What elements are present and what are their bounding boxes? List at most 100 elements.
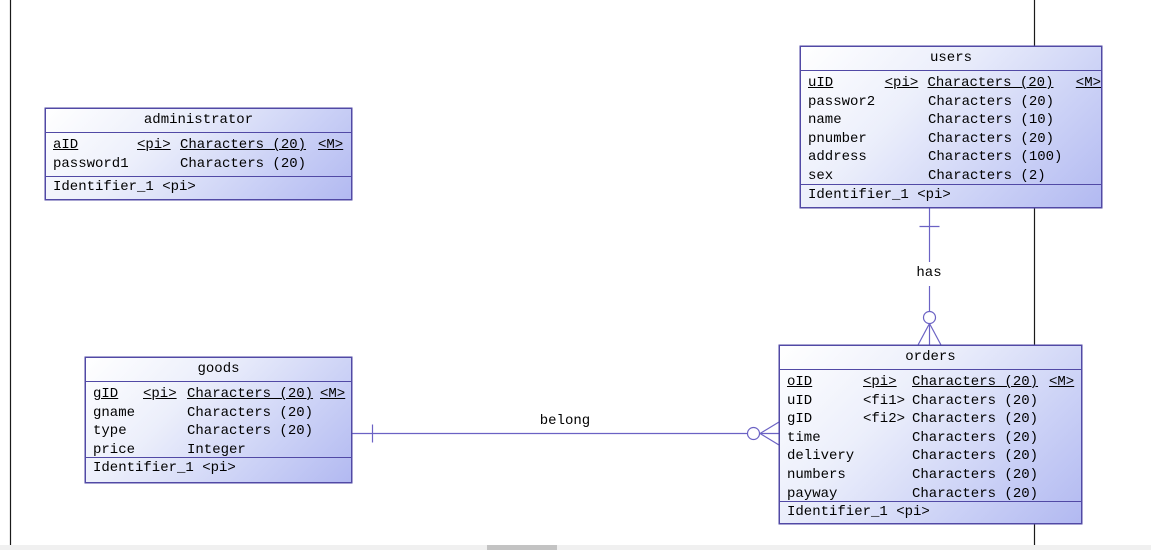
attribute-row: passwor2 Characters (20) xyxy=(801,93,1101,112)
cardinality-zero-circle xyxy=(746,426,761,441)
entity-title: users xyxy=(801,47,1101,71)
attr-name: oID xyxy=(787,374,813,390)
attr-tag: <fi2> xyxy=(863,411,906,428)
crow-foot xyxy=(917,323,931,346)
attr-type: Characters (20) xyxy=(912,485,1039,501)
crow-foot xyxy=(759,432,780,446)
attr-tag xyxy=(885,148,928,167)
attribute-row: gID<fi2>Characters (20) xyxy=(780,410,1081,429)
entity-identifier: Identifier_1 <pi> xyxy=(780,501,1081,523)
entity-title: goods xyxy=(86,358,351,382)
attribute-row: gID <pi> Characters (20) <M> xyxy=(86,385,351,404)
attr-name: passwor2 xyxy=(808,93,876,110)
attr-tag xyxy=(143,404,187,423)
attribute-row: oID <pi> Characters (20) <M> xyxy=(780,373,1081,392)
relationship-label-has[interactable]: has xyxy=(903,263,955,284)
attr-tag xyxy=(885,93,928,112)
attr-type: Characters (20) xyxy=(912,411,1039,428)
attr-type: Characters (20) xyxy=(180,155,307,172)
attr-mandatory-flag: <M> xyxy=(1049,374,1075,390)
attr-name: sex xyxy=(808,167,834,184)
attr-name: gname xyxy=(93,404,136,421)
attr-name: type xyxy=(93,423,127,440)
attr-type: Characters (10) xyxy=(928,112,1055,129)
attr-tag xyxy=(885,167,928,184)
attr-tag xyxy=(137,155,180,174)
attribute-row: sex Characters (2) xyxy=(801,167,1101,184)
attribute-row: payway Characters (20) xyxy=(780,485,1081,501)
attr-type: Characters (20) xyxy=(928,93,1055,110)
entity-users[interactable]: users uID <pi> Characters (20) <M> passwor2… xyxy=(800,46,1102,208)
attribute-row: uID <fi1> Characters (20) xyxy=(780,392,1081,411)
entity-identifier: Identifier_1 <pi> xyxy=(46,176,351,199)
attr-tag: <pi> xyxy=(137,137,171,153)
attr-name: time xyxy=(787,429,821,446)
attr-name: pnumber xyxy=(808,130,867,147)
attribute-list: oID <pi> Characters (20) <M> uID <fi1> Charac… xyxy=(780,370,1081,501)
attr-tag: <pi> xyxy=(863,374,897,390)
entity-identifier: Identifier_1 <pi> xyxy=(801,184,1101,207)
attr-tag xyxy=(143,422,187,441)
relationship-label-belong[interactable]: belong xyxy=(535,411,595,431)
attr-tag: <pi> xyxy=(884,75,919,91)
attr-type: Characters (20) xyxy=(912,429,1039,446)
attr-type: Characters (20) xyxy=(927,75,1054,91)
attr-name: delivery xyxy=(787,448,855,465)
attr-tag xyxy=(863,429,912,448)
attr-name: uID xyxy=(808,75,834,91)
attr-tag xyxy=(863,466,912,485)
horizontal-scrollbar[interactable] xyxy=(0,545,1151,550)
attr-tag xyxy=(885,130,928,149)
attr-mandatory-flag: <M> xyxy=(318,137,344,153)
entity-administrator[interactable]: administrator aID<pi>Characters (20)<M> … xyxy=(45,108,352,200)
attr-name: payway xyxy=(787,485,838,501)
scrollbar-thumb[interactable] xyxy=(487,545,557,550)
attribute-row: password1 Characters (20) xyxy=(46,155,351,174)
crow-foot xyxy=(759,421,780,435)
attr-type: Characters (20) xyxy=(180,137,307,153)
relationship-has-line[interactable] xyxy=(917,208,942,346)
entity-title: orders xyxy=(780,346,1081,370)
attr-mandatory-flag: <M> xyxy=(1075,75,1101,91)
attr-name: name xyxy=(808,112,842,129)
attr-tag xyxy=(863,485,912,501)
cardinality-zero-circle xyxy=(922,310,937,325)
attr-name: price xyxy=(93,441,136,457)
attribute-row: price Integer xyxy=(86,441,351,457)
attr-type: Integer xyxy=(187,441,246,457)
attr-name: gID xyxy=(93,386,119,402)
attribute-row: gname Characters (20) xyxy=(86,404,351,423)
attr-type: Characters (100) xyxy=(928,149,1063,166)
attr-type: Characters (20) xyxy=(187,386,314,402)
attr-type: Characters (20) xyxy=(928,130,1055,147)
attr-type: Characters (20) xyxy=(187,423,314,440)
attr-type: Characters (20) xyxy=(912,374,1039,390)
relationship-belong-line[interactable] xyxy=(352,421,780,446)
entity-identifier: Identifier_1 <pi> xyxy=(86,457,351,482)
attr-name: uID xyxy=(787,392,813,409)
attribute-row: time Characters (20) xyxy=(780,429,1081,448)
attr-mandatory-flag: <M> xyxy=(320,386,346,402)
attr-type: Characters (20) xyxy=(187,404,314,421)
attribute-row: aID <pi> Characters (20) <M> xyxy=(46,136,351,155)
attr-name: password1 xyxy=(53,155,129,172)
attr-tag xyxy=(885,111,928,130)
attr-name: numbers xyxy=(787,466,846,483)
attr-type: Characters (2) xyxy=(928,167,1046,184)
attribute-row: type Characters (20) xyxy=(86,422,351,441)
attr-name: aID xyxy=(53,137,79,153)
attr-tag: <fi1> xyxy=(863,392,906,409)
attr-tag xyxy=(863,447,912,466)
attr-name: address xyxy=(808,149,867,166)
attr-type: Characters (20) xyxy=(912,392,1039,409)
attr-tag: <pi> xyxy=(143,386,177,402)
entity-orders[interactable]: orders oID <pi> Characters (20) <M> uID <fi1… xyxy=(779,345,1082,524)
attribute-row: pnumber Characters (20) xyxy=(801,130,1101,149)
crow-foot xyxy=(928,323,942,346)
